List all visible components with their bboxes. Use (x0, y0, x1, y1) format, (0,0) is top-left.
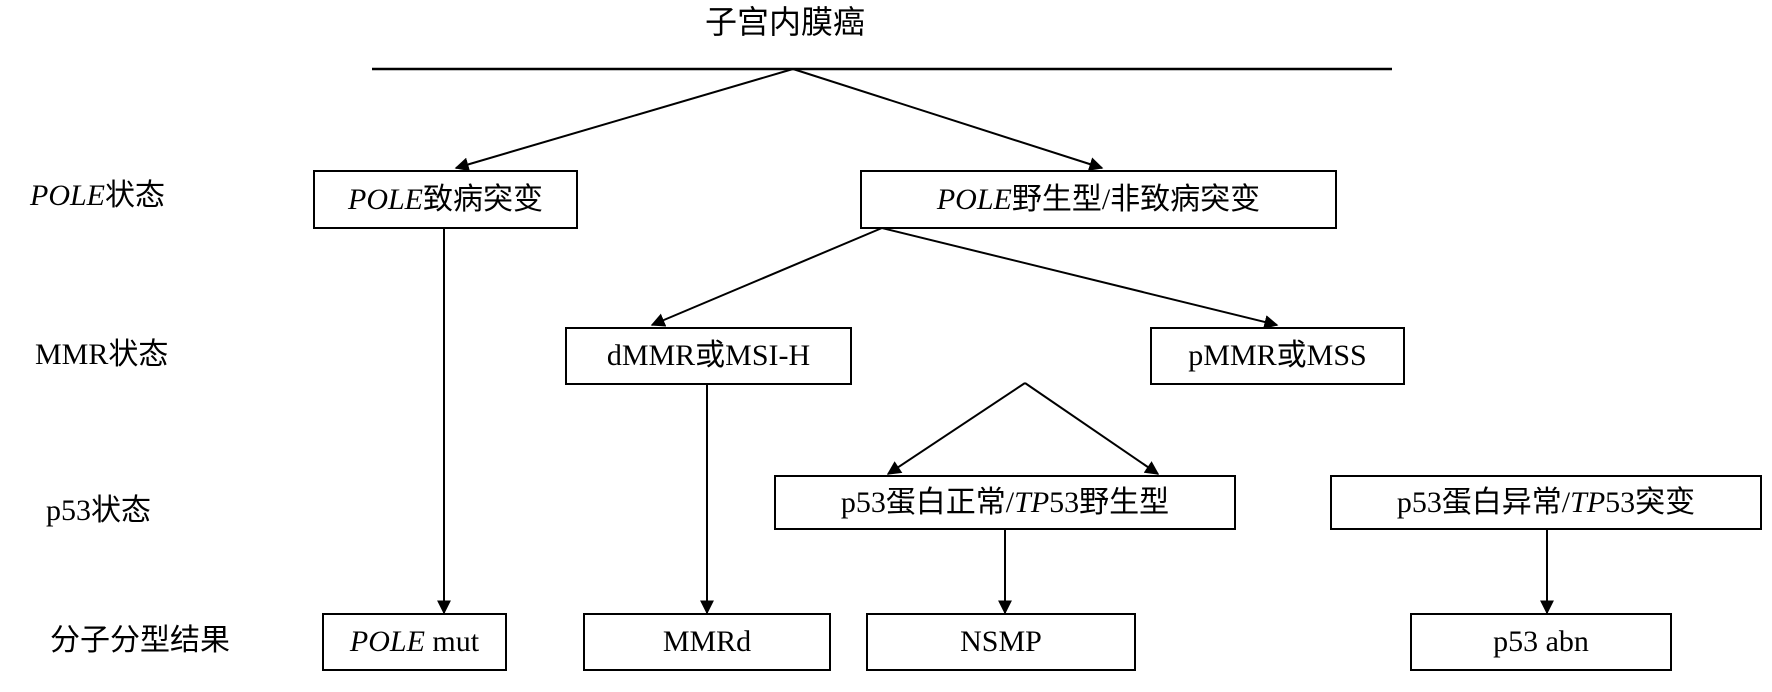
node-p53-normal-tp53-wildtype[interactable]: p53蛋白正常/TP53野生型 (774, 475, 1236, 530)
node-result-mmrd[interactable]: MMRd (583, 613, 831, 671)
node-p53-abnormal-gene: TP (1570, 485, 1606, 519)
connector-polewt-to-pmmr (881, 227, 1279, 329)
connector-root-to-pole-wt (792, 68, 1104, 171)
node-p53-abnormal-prefix: p53蛋白异常/ (1396, 485, 1571, 519)
row-label-molecular-result: 分子分型结果 (50, 626, 230, 656)
node-p53-normal-prefix: p53蛋白正常/ (840, 485, 1015, 519)
diagram-title: 子宫内膜癌 (620, 6, 950, 38)
node-pole-wildtype-text: 野生型/非致病突变 (1011, 182, 1261, 216)
node-result-pole-mut-gene: POLE (349, 625, 425, 658)
node-result-pole-mut-text: mut (424, 625, 480, 658)
connector-pmmr-to-p53-normal (886, 382, 1026, 475)
node-p53-normal-gene: TP (1014, 485, 1050, 519)
node-pole-pathogenic-mutation-gene: POLE (348, 182, 423, 216)
node-result-pole-mut[interactable]: POLE mut (322, 613, 507, 671)
node-pole-pathogenic-mutation[interactable]: POLE致病突变 (313, 170, 578, 229)
diagram-title-text: 子宫内膜癌 (704, 4, 865, 40)
node-dmmr-msi-h-label: dMMR或MSI-H (606, 339, 811, 372)
node-pole-pathogenic-mutation-text: 致病突变 (423, 182, 543, 216)
connector-root-to-pole-mut (454, 68, 794, 172)
node-pole-wildtype-gene: POLE (936, 182, 1012, 216)
node-pole-wildtype-label: POLE野生型/非致病突变 (927, 182, 1270, 216)
node-result-p53-abn-label: p53 abn (1493, 625, 1589, 658)
row-label-mmr-status: MMR状态 (35, 340, 168, 370)
node-result-nsmp[interactable]: NSMP (866, 613, 1136, 671)
node-pole-pathogenic-mutation-label: POLE致病突变 (338, 182, 553, 216)
node-dmmr-msi-h[interactable]: dMMR或MSI-H (565, 327, 852, 385)
node-p53-abnormal-tp53-mutation-label: p53蛋白异常/TP53突变 (1387, 485, 1705, 519)
row-label-pole-status-gene: POLE (30, 179, 105, 212)
row-label-p53-status: p53状态 (46, 496, 151, 526)
connector-polewt-to-dmmr (650, 227, 883, 327)
row-label-molecular-result-text: 分子分型结果 (50, 624, 230, 657)
node-result-mmrd-label: MMRd (662, 625, 752, 658)
node-pmmr-mss[interactable]: pMMR或MSS (1150, 327, 1405, 385)
node-p53-normal-suffix: 53野生型 (1049, 485, 1170, 519)
row-label-pole-status: POLE状态 (30, 181, 165, 211)
node-result-p53-abn[interactable]: p53 abn (1410, 613, 1672, 671)
node-p53-abnormal-tp53-mutation[interactable]: p53蛋白异常/TP53突变 (1330, 475, 1762, 530)
node-p53-normal-tp53-wildtype-label: p53蛋白正常/TP53野生型 (831, 485, 1179, 519)
row-label-pole-status-text: 状态 (105, 179, 165, 212)
connector-pmmr-to-p53-abnormal (1024, 382, 1160, 475)
node-p53-abnormal-suffix: 53突变 (1605, 485, 1696, 519)
row-label-mmr-status-text: MMR状态 (35, 338, 169, 371)
row-label-p53-status-text: p53状态 (46, 494, 151, 527)
node-result-pole-mut-label: POLE mut (340, 627, 489, 657)
node-result-nsmp-label: NSMP (960, 625, 1042, 658)
node-pole-wildtype[interactable]: POLE野生型/非致病突变 (860, 170, 1337, 229)
node-pmmr-mss-label: pMMR或MSS (1188, 339, 1367, 372)
